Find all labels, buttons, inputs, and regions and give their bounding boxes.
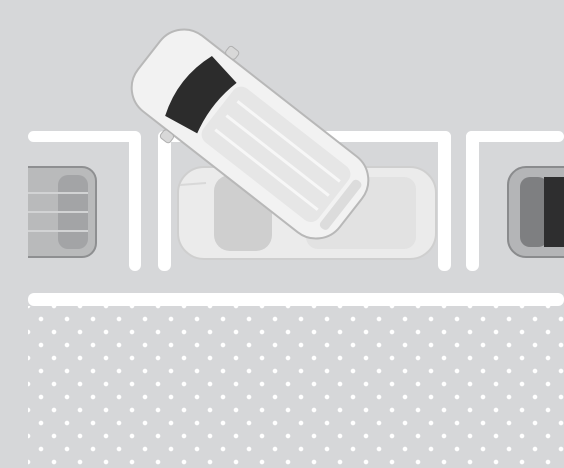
parked-car-left [28, 163, 100, 261]
parked-car-right [506, 163, 564, 261]
stall-divider-3 [438, 131, 451, 271]
car-top-view-icon [506, 163, 564, 261]
stall-line-top-right [466, 131, 564, 142]
stall-line-top-left [28, 131, 140, 142]
curb-line [28, 293, 564, 306]
moving-car [127, 26, 372, 242]
car-top-view-icon [127, 26, 372, 242]
car-top-view-icon [28, 163, 100, 261]
dotted-crosswalk-area [28, 306, 564, 468]
stall-divider-4 [466, 131, 479, 271]
